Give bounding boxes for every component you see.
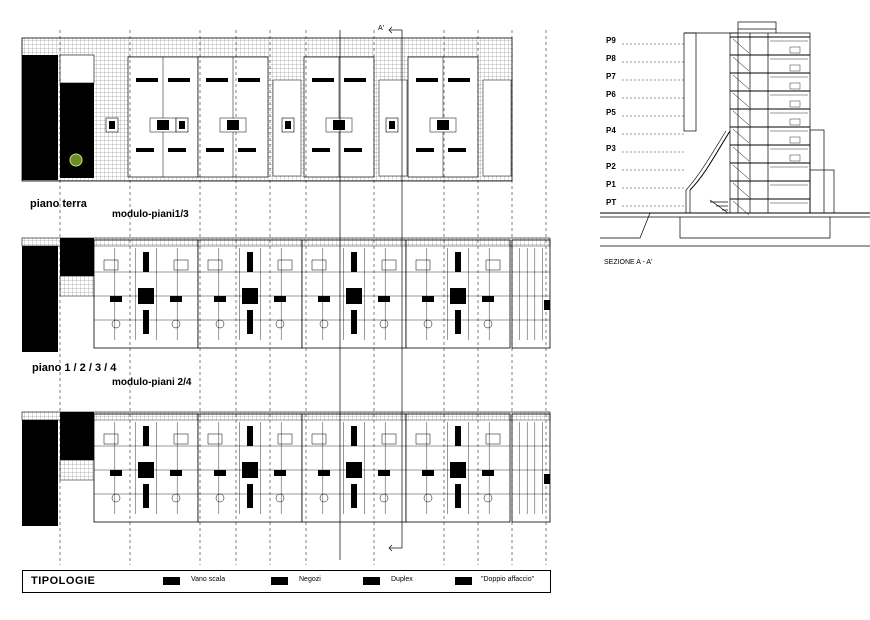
apartment-module: [197, 239, 303, 349]
legend-swatch-double: [455, 577, 472, 585]
apartment-module: [511, 413, 551, 523]
section-caption: SEZIONE A - A': [604, 259, 653, 266]
ground-module: [385, 56, 512, 178]
apartment-module: [301, 239, 407, 349]
floor-label: P7: [606, 72, 616, 81]
floor-label: P6: [606, 90, 616, 99]
legend-title: TIPOLOGIE: [31, 575, 96, 587]
legend-label-shops: Negozi: [299, 576, 321, 583]
section-marker: A': [378, 25, 385, 32]
building-section: [600, 21, 870, 247]
floor-label: P4: [606, 126, 616, 135]
floor-label: P1: [606, 180, 616, 189]
shop-block: [60, 83, 94, 148]
floor-label: PT: [606, 198, 617, 207]
module-24-label: modulo-piani 2/4: [112, 377, 192, 388]
floor-label: P5: [606, 108, 616, 117]
floor-label: P3: [606, 144, 616, 153]
staircase-block-upper-2: [22, 420, 58, 526]
structural-axes: [59, 30, 547, 565]
legend-label-stair: Vano scala: [191, 576, 226, 583]
ground-module: [175, 56, 302, 178]
section-line: [339, 26, 403, 560]
apartment-module: [405, 239, 511, 349]
ground-floor-plan: [21, 37, 513, 182]
upper-floor-plan-2: [21, 411, 551, 530]
legend: TIPOLOGIE Vano scala Negozi Duplex "Dopp…: [22, 570, 551, 593]
apartment-module: [93, 413, 199, 523]
legend-swatch-duplex: [363, 577, 380, 585]
ground-floor-label: piano terra: [30, 198, 87, 210]
apartment-module: [405, 413, 511, 523]
apartment-module: [301, 413, 407, 523]
legend-swatch-shops: [271, 577, 288, 585]
upper-floor-plan-1: [21, 237, 551, 356]
staircase-block-upper-1: [22, 246, 58, 352]
floor-label: P8: [606, 54, 616, 63]
module-13-label: modulo-piani1/3: [112, 209, 189, 220]
legend-swatch-stair: [163, 577, 180, 585]
upper-floor-label: piano 1 / 2 / 3 / 4: [32, 362, 117, 374]
legend-label-double: "Doppio affaccio": [481, 576, 535, 583]
apartment-module: [197, 413, 303, 523]
staircase-block: [22, 55, 58, 180]
legend-label-duplex: Duplex: [391, 576, 413, 583]
floor-label: P2: [606, 162, 616, 171]
apartment-module: [511, 239, 551, 349]
apartment-module: [93, 239, 199, 349]
floor-label: P9: [606, 36, 616, 45]
ground-module: [281, 56, 408, 178]
